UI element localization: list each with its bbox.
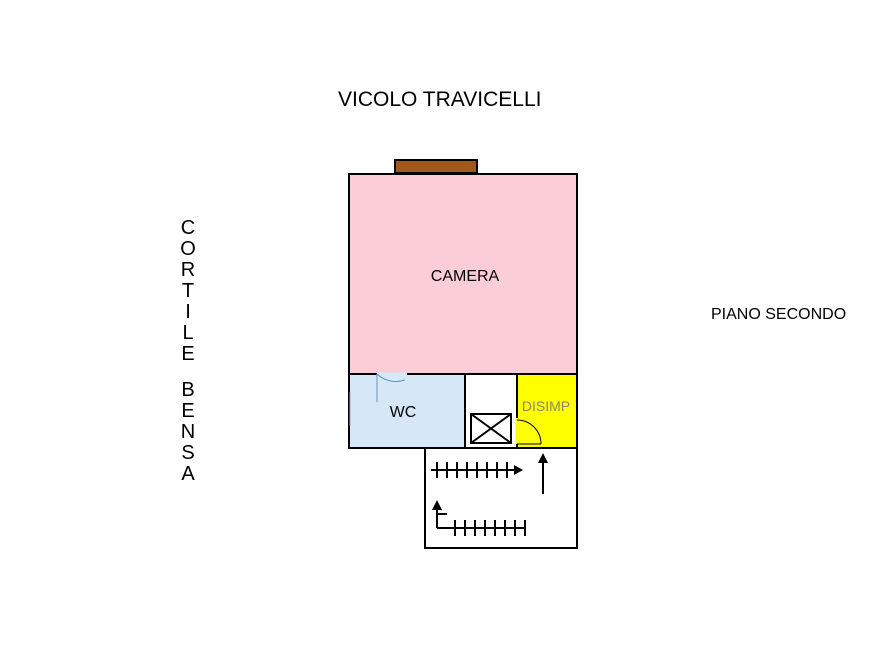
disimp-door-swing [516, 419, 542, 445]
room-label-camera: CAMERA [431, 268, 500, 285]
street-label: VICOLO TRAVICELLI [338, 88, 542, 111]
floor-label: PIANO SECONDO [711, 306, 847, 323]
room-label-disimpegno: DISIMP [522, 398, 570, 414]
courtyard-letter: R [180, 259, 196, 281]
wc-door-swing [376, 373, 406, 402]
courtyard-letter: O [180, 238, 196, 260]
arrow-up-lower-icon [432, 500, 442, 510]
courtyard-letter: B [181, 379, 195, 401]
balcony [394, 159, 478, 174]
courtyard-letter: L [182, 322, 194, 344]
room-camera [348, 173, 578, 375]
courtyard-letter: E [181, 400, 195, 422]
courtyard-letter: S [181, 442, 195, 464]
courtyard-letter: I [185, 301, 191, 323]
room-label-wc: WC [390, 404, 417, 421]
courtyard-letter: A [181, 463, 195, 485]
room-disimpegno [516, 373, 578, 449]
courtyard-letter: T [181, 280, 195, 302]
courtyard-letter: C [180, 217, 196, 239]
stair-area [424, 448, 578, 549]
courtyard-letter: N [180, 421, 196, 443]
arrow-up-icon [538, 453, 548, 463]
stair-run-lower [436, 506, 526, 536]
courtyard-letter: E [181, 343, 195, 365]
stair-run-upper [431, 462, 519, 478]
arrow-right-icon [514, 465, 523, 475]
